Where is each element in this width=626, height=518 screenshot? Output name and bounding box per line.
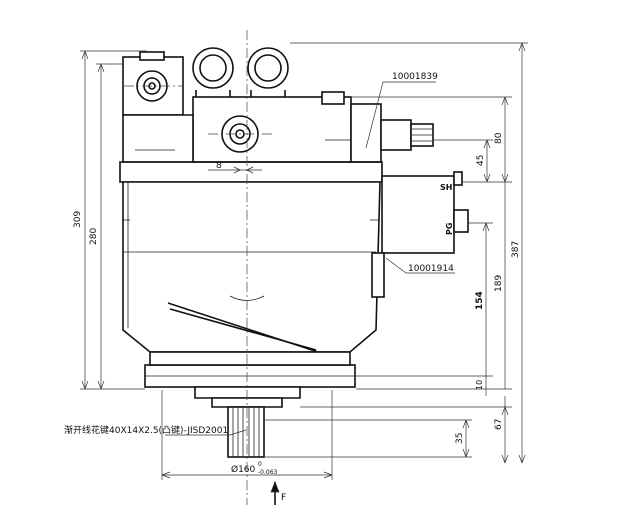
- dim-8: 8: [216, 161, 222, 171]
- dim-67: 67: [494, 419, 504, 430]
- dim-tolerance-upper: 0: [258, 461, 262, 468]
- dim-154: 154: [475, 291, 485, 310]
- center-lines: [124, 30, 272, 505]
- force-label: F: [281, 493, 286, 503]
- dim-35: 35: [455, 433, 465, 444]
- port-label-sh: SH: [440, 183, 452, 192]
- dim-10: 10: [475, 380, 484, 390]
- port-label-pg: PG: [445, 223, 454, 235]
- dim-tolerance-lower: -0.063: [258, 469, 278, 476]
- part-number-upper: 10001839: [392, 72, 438, 82]
- dim-387: 387: [511, 241, 521, 258]
- part-number-lower: 10001914: [408, 264, 454, 274]
- motor-outline: [119, 47, 469, 458]
- dimension-lines: [80, 42, 528, 505]
- dim-45: 45: [476, 155, 486, 166]
- annotations: 10001839 10001914 SH PG 渐开线花键40X14X2.5(凸…: [64, 72, 521, 503]
- dim-309: 309: [73, 211, 83, 228]
- dim-280: 280: [89, 228, 99, 245]
- spline-spec-label: 渐开线花键40X14X2.5(凸键)-JISD2001: [64, 424, 228, 436]
- dim-diameter-160: Ø160: [231, 464, 256, 475]
- dim-80: 80: [494, 132, 504, 144]
- dim-189: 189: [494, 275, 504, 292]
